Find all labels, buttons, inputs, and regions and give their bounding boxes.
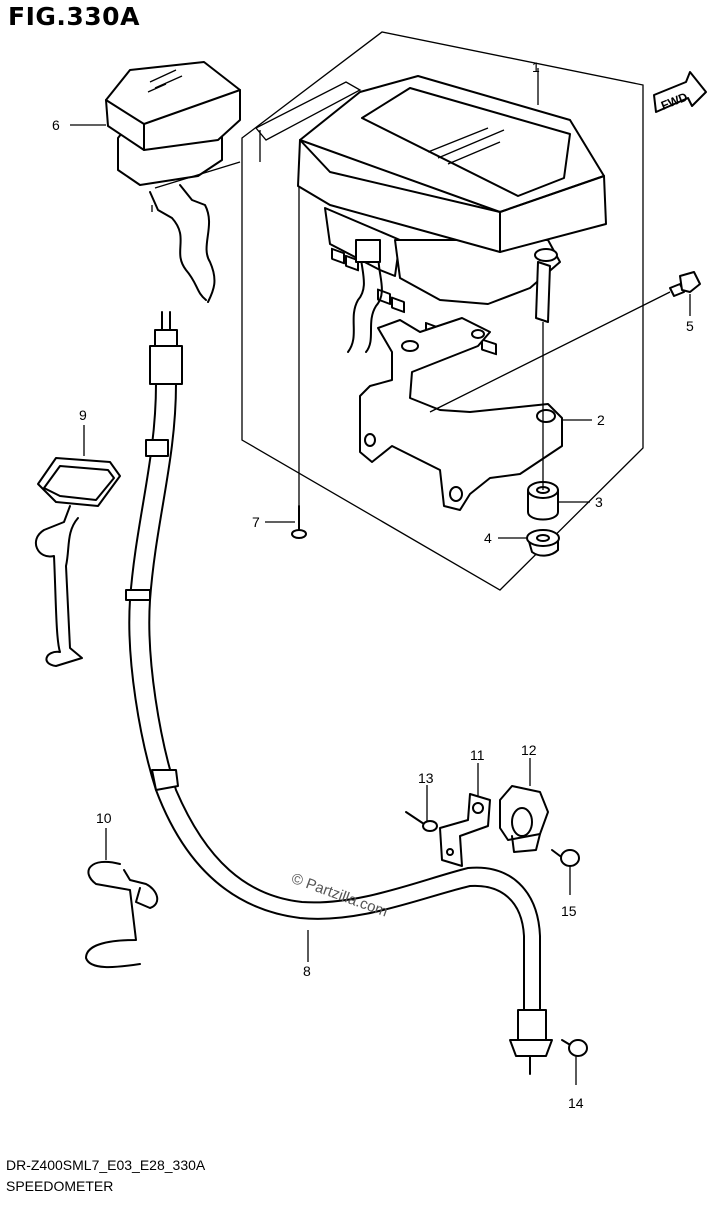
callout-2: 2 [597, 412, 605, 428]
screw-part-15[interactable] [551, 849, 580, 867]
figure-code: DR-Z400SML7_E03_E28_330A [6, 1157, 206, 1173]
callout-13: 13 [418, 770, 434, 786]
assembly-frame [241, 31, 644, 591]
callout-9: 9 [79, 407, 87, 423]
clip-part-10[interactable] [85, 860, 159, 969]
callout-5: 5 [686, 318, 694, 334]
callout-8: 8 [303, 963, 311, 979]
callout-14: 14 [568, 1095, 584, 1111]
figure-name: SPEEDOMETER [6, 1178, 114, 1194]
clamp-part-9[interactable] [34, 457, 121, 667]
callout-7: 7 [252, 514, 260, 530]
meter-assembly-part-1[interactable] [254, 75, 607, 356]
screw-part-14[interactable] [561, 1039, 588, 1057]
bolt-part-5[interactable] [669, 271, 701, 297]
bracket-part-2[interactable] [359, 317, 563, 511]
fwd-arrow: FWD [653, 71, 707, 113]
figure-title: FIG.330A [8, 2, 140, 31]
callout-6: 6 [52, 117, 60, 133]
cable-clamp-part-12[interactable] [499, 785, 549, 853]
callout-10: 10 [96, 810, 112, 826]
callout-labels: 1 2 3 4 5 6 7 8 9 10 11 12 13 14 15 [52, 59, 694, 1111]
callout-11: 11 [470, 747, 485, 763]
callout-4: 4 [484, 530, 492, 546]
connector-part-6[interactable] [105, 61, 241, 303]
nut-part-4[interactable] [526, 529, 560, 557]
callout-3: 3 [595, 494, 603, 510]
screw-part-7[interactable] [291, 505, 307, 539]
callout-1: 1 [532, 59, 540, 75]
speedometer-cable-part-8[interactable] [125, 311, 553, 1075]
leader-lines [70, 68, 691, 1085]
rivet-part-13[interactable] [405, 811, 438, 832]
callout-12: 12 [521, 742, 537, 758]
plate-part-11[interactable] [439, 793, 491, 867]
callout-15: 15 [561, 903, 577, 919]
